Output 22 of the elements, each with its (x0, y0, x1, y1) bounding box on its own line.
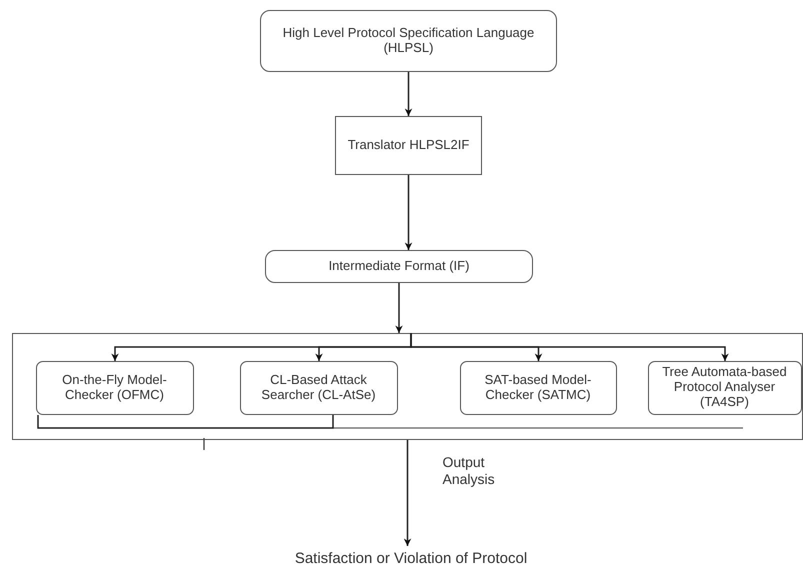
process-box (36, 360, 194, 414)
box-text: Tree Automata-based Protocol Analyser (TA4SP) (661, 365, 788, 410)
arrow (404, 72, 412, 116)
process-box (460, 360, 616, 414)
arrow (395, 283, 403, 333)
arrow (404, 175, 412, 250)
process-box (335, 116, 482, 175)
box-text: High Level Protocol Specification Language (HLPSL) (282, 26, 536, 56)
process-box (648, 360, 802, 414)
edge-label: Output Analysis (442, 454, 496, 488)
process-box (265, 250, 533, 283)
box-text: Translator HLPSL2IF (348, 138, 470, 153)
group-panel (12, 333, 803, 440)
box-text: SAT-based Model-Checker (SATMC) (484, 372, 592, 402)
box-text: Satisfaction or Violation of Protocol (294, 550, 528, 568)
box-text: On-the-Fly Model-Checker (OFMC) (61, 372, 168, 402)
arrow (410, 333, 729, 361)
arrow (404, 440, 412, 546)
box-text: CL-Based Attack Searcher (CL-AtSe) (260, 372, 377, 402)
process-box (260, 10, 557, 72)
box-text: Intermediate Format (IF) (328, 259, 470, 274)
process-box (240, 360, 398, 414)
